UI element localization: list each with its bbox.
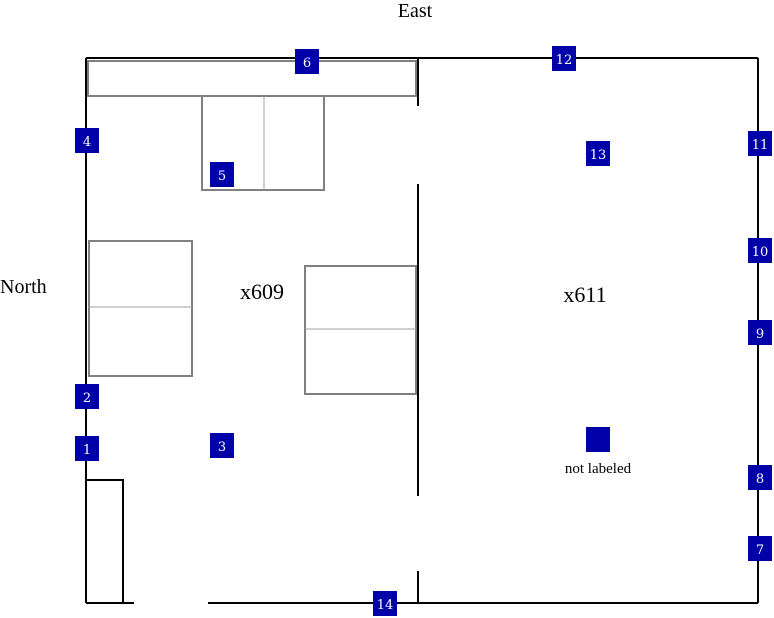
bed [88,240,193,377]
sensor-marker[interactable]: 14 [373,591,397,616]
sensor-label: 5 [218,169,226,184]
east-label: East [398,0,433,22]
sensor-marker[interactable]: 11 [748,131,772,156]
sensor-label: 8 [756,472,764,487]
north-label: North [0,276,47,298]
sensor-marker[interactable]: 4 [75,128,99,153]
sensor-marker[interactable]: 10 [748,238,772,263]
sensor-label: 3 [218,440,226,455]
sensor-marker[interactable]: 8 [748,465,772,490]
sensor-marker[interactable]: 5 [210,162,234,187]
table [304,265,417,395]
sensor-label: 9 [756,327,764,342]
sensor-markers: 1 2 3 4 5 6 7 8 9 10 11 12 13 14 [75,46,772,616]
sensor-marker[interactable]: 9 [748,320,772,345]
sensor-label: 7 [756,543,764,558]
sensor-label: 10 [752,245,769,260]
sensor-marker[interactable]: 2 [75,384,99,409]
sensor-label: 1 [83,443,91,458]
sensor-label: 12 [556,53,573,68]
counter [87,60,417,97]
sensor-marker[interactable]: 13 [586,141,610,166]
sensor-label: 6 [303,56,311,71]
cabinet [201,95,325,191]
sensor-marker[interactable]: 3 [210,433,234,458]
sensor-marker[interactable]: 6 [295,49,319,74]
sensor-label: 11 [752,138,769,153]
room-label-x611: x611 [563,282,606,307]
outer-walls [85,57,759,604]
sensor-label: 13 [590,148,607,163]
sensor-marker[interactable]: 1 [75,436,99,461]
sensor-label: 4 [83,135,91,150]
sensor-label: 14 [377,598,394,613]
unlabeled-sensor-label: not labeled [565,461,632,477]
sensor-marker[interactable]: 7 [748,536,772,561]
door-frame [86,479,124,603]
unlabeled-sensor-marker[interactable] [586,427,610,452]
sensor-label: 2 [83,391,91,406]
sensor-marker[interactable]: 12 [552,46,576,71]
room-label-x609: x609 [240,279,284,304]
furniture [87,60,417,395]
